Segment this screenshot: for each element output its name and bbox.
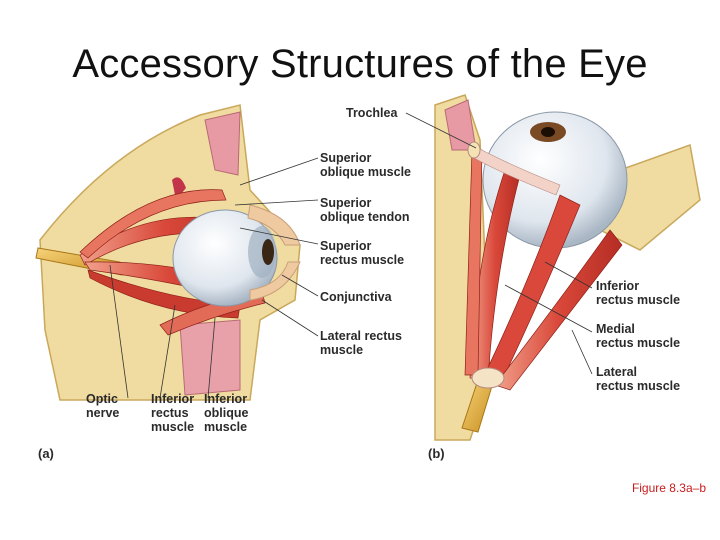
upper-eyelid-a [247,204,301,246]
eye-illustration [35,94,701,441]
slide-title: Accessory Structures of the Eye [72,42,648,86]
lateral-rectus-b [494,229,623,391]
trochlea-b [467,141,481,159]
figure-caption: Figure 8.3a–b [631,481,706,495]
eyeball-a [172,209,278,307]
panel-label-a: (a) [38,446,54,461]
label-conjunctiva: Conjunctiva [320,290,392,304]
panel-a-drawing [35,104,319,401]
superior-oblique-tendon-b [473,147,561,196]
pupil-b [541,127,555,137]
inferior-rectus-a [87,269,241,319]
inferior-rectus-b [481,194,581,386]
frontal-sinus [204,111,241,176]
label-trochlea: Trochlea [346,106,398,120]
maxillary-sinus [179,319,241,396]
annular-ring-b [471,367,505,389]
panel-label-b: (b) [428,446,445,461]
superior-oblique-a [79,189,227,259]
lower-eyelid-a [249,261,301,301]
iris-a [262,239,274,265]
panel-b-drawing [405,94,701,441]
